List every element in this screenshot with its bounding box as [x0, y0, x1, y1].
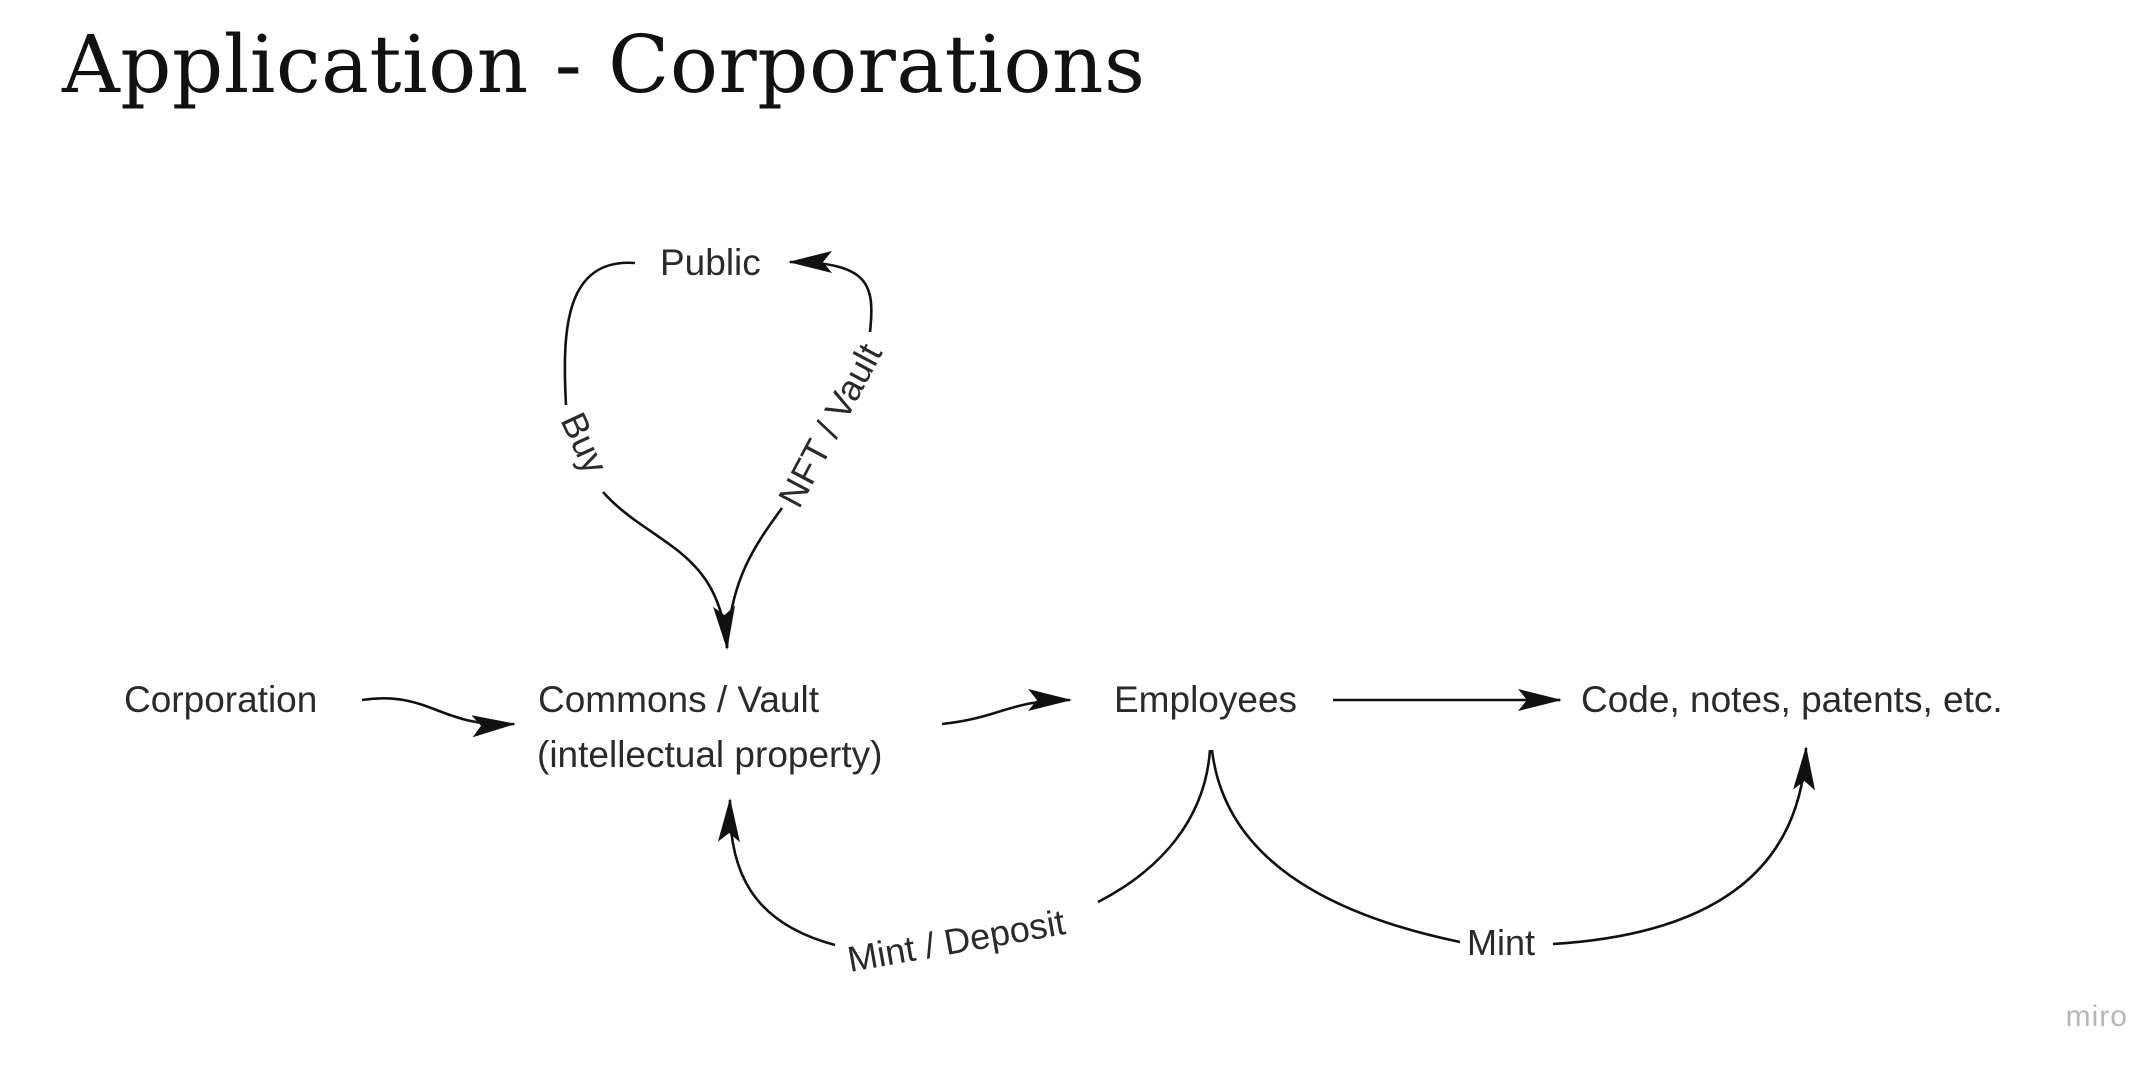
node-corporation: Corporation — [124, 679, 317, 720]
edge-label-nft-vault: NFT / Vault — [770, 337, 890, 514]
edge-label-buy: Buy — [553, 406, 616, 480]
page-title: Application - Corporations — [62, 18, 1146, 111]
edge-buy-lower — [602, 491, 736, 650]
node-commons-subtitle: (intellectual property) — [537, 734, 882, 775]
edge-label-mint-deposit: Mint / Deposit — [844, 901, 1068, 980]
edge-buy-upper — [563, 261, 636, 406]
edge-label-mint: Mint — [1467, 922, 1535, 963]
edge-mint-deposit-right — [1097, 749, 1212, 904]
node-employees: Employees — [1114, 679, 1297, 720]
miro-watermark: miro — [2065, 1000, 2128, 1033]
node-outputs: Code, notes, patents, etc. — [1581, 679, 2003, 720]
edge-mint-deposit-left — [717, 798, 836, 947]
edge-nft-vault-upper — [788, 251, 873, 333]
edge-mint-right — [1552, 746, 1816, 946]
edge-nft-vault-lower — [725, 507, 784, 649]
node-commons-vault: Commons / Vault — [538, 679, 820, 720]
edge-corporation-to-commons — [361, 697, 516, 738]
edge-commons-to-employees — [941, 689, 1072, 726]
node-public: Public — [660, 242, 761, 283]
edge-mint-left — [1210, 749, 1461, 944]
